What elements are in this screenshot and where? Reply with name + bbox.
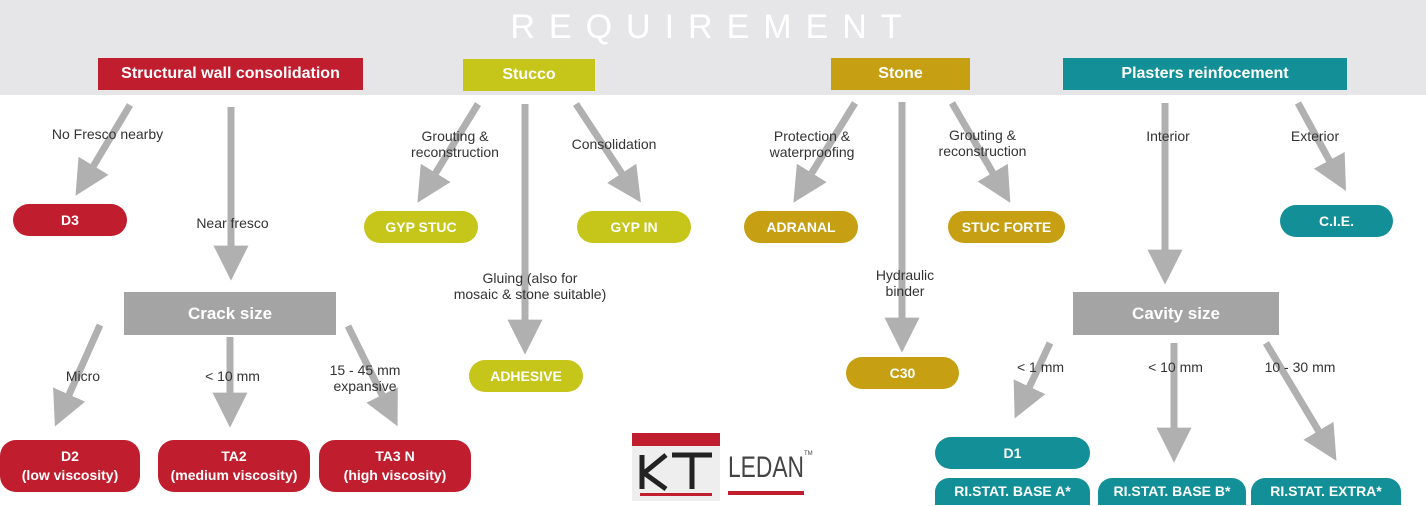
label-stucco-grouting: Grouting & reconstruction: [395, 128, 515, 160]
label-cavity-lt10mm: < 10 mm: [1148, 359, 1203, 375]
arrow-protection: [793, 101, 858, 203]
label-gluing: Gluing (also for mosaic & stone suitable…: [430, 270, 630, 302]
d2-viscosity: (low viscosity): [21, 467, 119, 483]
product-d2: D2 (low viscosity): [0, 440, 140, 492]
ledan-trademark: TM: [804, 451, 813, 457]
arrow-cavity-range: [1262, 341, 1337, 461]
d2-name: D2: [61, 448, 79, 464]
product-d1: D1: [935, 437, 1090, 469]
arrow-range: [344, 324, 398, 427]
label-consolidation: Consolidation: [571, 136, 657, 152]
label-hydraulic-line2: binder: [885, 283, 925, 299]
label-lt1mm: < 1 mm: [1016, 359, 1065, 375]
label-hydraulic-line1: Hydraulic: [875, 267, 935, 283]
ta3n-name: TA3 N: [375, 448, 415, 464]
label-stone-grouting-line1: Grouting &: [949, 127, 1016, 143]
arrow-micro: [53, 323, 104, 427]
label-15-45mm-line1: 15 - 45 mm: [329, 362, 401, 378]
kat-logo-mark: [639, 452, 712, 496]
requirement-title: REQUIREMENT: [510, 8, 916, 46]
product-gyp-in: GYP IN: [577, 211, 691, 243]
label-hydraulic: Hydraulic binder: [860, 267, 950, 299]
category-structural: Structural wall consolidation: [98, 58, 363, 90]
category-stucco: Stucco: [463, 59, 595, 91]
label-stone-grouting: Grouting & reconstruction: [925, 127, 1040, 159]
arrow-exterior: [1294, 101, 1347, 192]
label-10-30mm: 10 - 30 mm: [1264, 359, 1336, 375]
label-stone-grouting-line2: reconstruction: [938, 143, 1027, 159]
label-stucco-grouting-line2: reconstruction: [411, 144, 499, 160]
arrow-lt1: [1013, 341, 1054, 419]
label-protection-line1: Protection &: [773, 128, 851, 144]
ta3n-viscosity: (high viscosity): [343, 467, 447, 483]
label-stucco-grouting-line1: Grouting &: [421, 128, 489, 144]
product-ristat-base-b: RI.STAT. BASE B*: [1098, 478, 1246, 505]
label-micro: Micro: [65, 368, 101, 384]
label-lt10mm: < 10 mm: [205, 368, 260, 384]
product-ta2: TA2 (medium viscosity): [158, 440, 310, 492]
product-stuc-forte: STUC FORTE: [948, 211, 1065, 243]
category-stone: Stone: [831, 58, 970, 90]
label-gluing-line2: mosaic & stone suitable): [453, 286, 607, 302]
kat-logo-bar: [632, 433, 720, 446]
ta2-name: TA2: [221, 448, 247, 464]
label-no-fresco: No Fresco nearby: [51, 126, 164, 142]
kat-logo: [632, 433, 720, 501]
label-gluing-line1: Gluing (also for: [482, 270, 578, 286]
product-adranal: ADRANAL: [744, 211, 858, 243]
cavity-size-box: Cavity size: [1073, 292, 1279, 335]
arrow-consolidation: [573, 102, 641, 203]
label-protection: Protection & waterproofing: [757, 128, 867, 160]
category-plasters: Plasters reinfocement: [1063, 58, 1347, 90]
crack-size-box: Crack size: [124, 292, 336, 335]
product-c30: C30: [846, 357, 959, 389]
product-gyp-stuc: GYP STUC: [364, 211, 478, 243]
label-exterior: Exterior: [1290, 128, 1340, 144]
label-near-fresco: Near fresco: [196, 215, 269, 231]
label-interior: Interior: [1146, 128, 1190, 144]
arrow-no-fresco: [75, 103, 134, 196]
label-protection-line2: waterproofing: [769, 144, 855, 160]
product-ta3n: TA3 N (high viscosity): [319, 440, 471, 492]
ledan-logo: LEDAN TM: [724, 433, 816, 501]
ledan-logo-mark: LEDAN TM: [728, 451, 813, 495]
product-cie: C.I.E.: [1280, 205, 1393, 237]
product-ristat-extra: RI.STAT. EXTRA*: [1251, 478, 1401, 505]
product-d3: D3: [13, 204, 127, 236]
arrow-stone-grouting: [948, 101, 1011, 203]
ta2-viscosity: (medium viscosity): [170, 467, 298, 483]
arrow-grouting: [417, 102, 481, 203]
product-adhesive: ADHESIVE: [469, 360, 583, 392]
product-ristat-base-a: RI.STAT. BASE A*: [935, 478, 1090, 505]
label-15-45mm: 15 - 45 mm expansive: [320, 362, 410, 394]
ledan-wordmark: LEDAN: [728, 451, 804, 484]
label-15-45mm-line2: expansive: [333, 378, 397, 394]
